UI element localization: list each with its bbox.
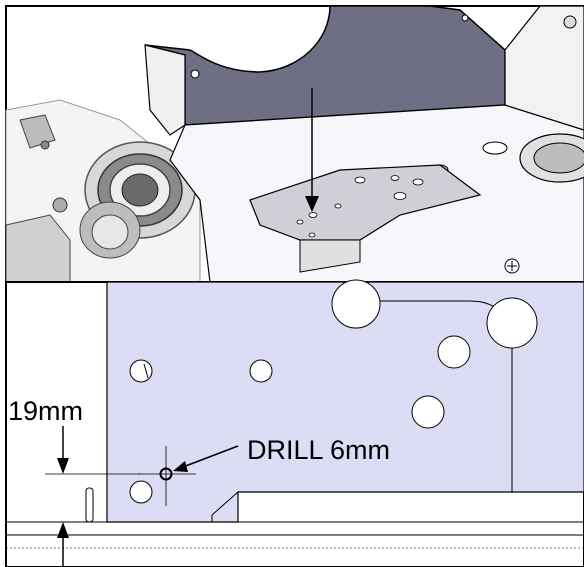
drill-target	[138, 446, 196, 506]
plate-pointer-arrow	[305, 88, 319, 212]
base-step	[6, 487, 584, 549]
dimension-19mm	[45, 426, 140, 567]
plate-holes	[129, 279, 538, 504]
dimension-label: 19mm	[8, 396, 83, 426]
bracket-wall	[144, 5, 506, 136]
mounting-plate-isometric	[249, 164, 482, 273]
drill-leader-arrow	[173, 445, 239, 472]
top-panel-isometric-view	[5, 5, 584, 283]
drill-label: DRILL 6mm	[247, 435, 390, 465]
bottom-panel-detail-view: 19mm DRILL 6mm	[5, 279, 584, 567]
left-machinery	[5, 99, 201, 283]
